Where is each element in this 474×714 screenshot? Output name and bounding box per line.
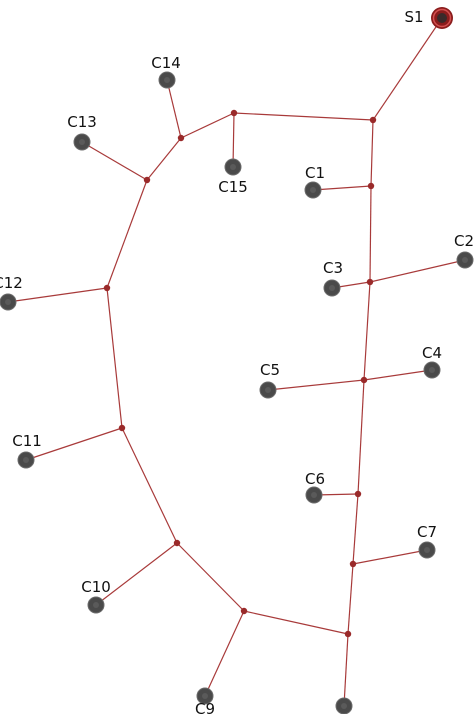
source-inner-circle	[437, 13, 447, 23]
consumer-node-c15[interactable]	[224, 158, 242, 176]
junction-node	[230, 109, 238, 117]
consumer-node-c6[interactable]	[305, 486, 323, 504]
source-ring	[432, 8, 452, 28]
consumer-node-c2[interactable]	[456, 251, 474, 269]
consumer-label-c12: C12	[0, 274, 23, 292]
junction-node	[360, 376, 368, 384]
pipe-segment	[106, 287, 123, 429]
pipe-segment	[81, 141, 148, 181]
consumer-marker	[230, 164, 236, 170]
junction-node	[240, 607, 248, 615]
pipe-segment	[312, 185, 372, 191]
consumer-label-c14: C14	[151, 54, 181, 72]
consumer-node-c9[interactable]	[196, 687, 214, 705]
consumer-label-c2: C2	[454, 232, 474, 250]
consumer-node-c3[interactable]	[323, 279, 341, 297]
pipe-segment	[25, 427, 123, 461]
pipe-segment	[372, 17, 443, 121]
consumer-node-c4[interactable]	[423, 361, 441, 379]
consumer-label-c13: C13	[67, 113, 97, 131]
consumer-marker	[5, 299, 11, 305]
consumer-label-c4: C4	[422, 344, 442, 362]
pipe-segment	[347, 563, 354, 635]
pipe-segment	[233, 112, 374, 121]
consumer-label-c9: C9	[195, 700, 215, 714]
consumer-marker	[341, 703, 347, 709]
consumer-label-c15: C15	[218, 178, 248, 196]
pipe-segment	[363, 281, 371, 381]
pipe-segment	[106, 179, 148, 289]
consumer-marker	[23, 457, 29, 463]
junction-node	[118, 424, 126, 432]
junction-node	[143, 176, 151, 184]
pipe-segment	[267, 379, 365, 391]
junction-node	[103, 284, 111, 292]
consumer-label-c10: C10	[81, 578, 111, 596]
consumer-marker	[424, 547, 430, 553]
source-node-group	[431, 7, 453, 29]
junction-node	[349, 560, 357, 568]
pipe-segment	[7, 287, 108, 303]
consumer-node-c11[interactable]	[17, 451, 35, 469]
consumer-nodes	[0, 71, 474, 714]
junction-node	[173, 539, 181, 547]
consumer-marker	[329, 285, 335, 291]
pipe-segment	[232, 112, 235, 168]
junction-node	[344, 630, 352, 638]
pipe-segment	[343, 633, 349, 707]
consumer-node-c13[interactable]	[73, 133, 91, 151]
consumer-node-c7[interactable]	[418, 541, 436, 559]
pipe-edges	[7, 17, 466, 707]
consumer-marker	[462, 257, 468, 263]
consumer-label-c6: C6	[305, 470, 325, 488]
pipe-segment	[121, 427, 178, 544]
junction-nodes	[103, 109, 377, 638]
pipe-segment	[166, 79, 182, 139]
pipe-segment	[352, 549, 428, 565]
consumer-marker	[93, 602, 99, 608]
pipe-segment	[180, 112, 235, 139]
pipe-segment	[357, 379, 365, 495]
consumer-marker	[79, 139, 85, 145]
pipe-segment	[370, 119, 374, 187]
consumer-marker	[202, 693, 208, 699]
pipe-segment	[146, 137, 182, 181]
consumer-node-c8[interactable]	[335, 697, 353, 714]
consumer-label-c7: C7	[417, 523, 437, 541]
junction-node	[367, 182, 375, 190]
consumer-marker	[164, 77, 170, 83]
consumer-node-c14[interactable]	[158, 71, 176, 89]
consumer-marker	[265, 387, 271, 393]
source-node-s1[interactable]	[431, 7, 453, 29]
pipe-segment	[352, 493, 359, 565]
pipe-segment	[204, 610, 245, 697]
consumer-label-c3: C3	[323, 259, 343, 277]
pipe-segment	[369, 259, 466, 283]
pipe-segment	[363, 369, 433, 381]
junction-node	[354, 490, 362, 498]
consumer-label-c1: C1	[305, 164, 325, 182]
junction-node	[177, 134, 185, 142]
pipe-segment	[243, 610, 349, 635]
junction-node	[369, 116, 377, 124]
consumer-label-c5: C5	[260, 361, 280, 379]
junction-node	[366, 278, 374, 286]
consumer-node-c5[interactable]	[259, 381, 277, 399]
consumer-marker	[429, 367, 435, 373]
source-label: S1	[404, 8, 423, 26]
pipe-segment	[176, 542, 245, 612]
consumer-node-c12[interactable]	[0, 293, 17, 311]
consumer-label-c11: C11	[12, 432, 42, 450]
pipe-segment	[369, 185, 372, 283]
consumer-marker	[310, 187, 316, 193]
consumer-node-c10[interactable]	[87, 596, 105, 614]
consumer-node-c1[interactable]	[304, 181, 322, 199]
pipe-segment	[95, 542, 178, 606]
consumer-marker	[311, 492, 317, 498]
